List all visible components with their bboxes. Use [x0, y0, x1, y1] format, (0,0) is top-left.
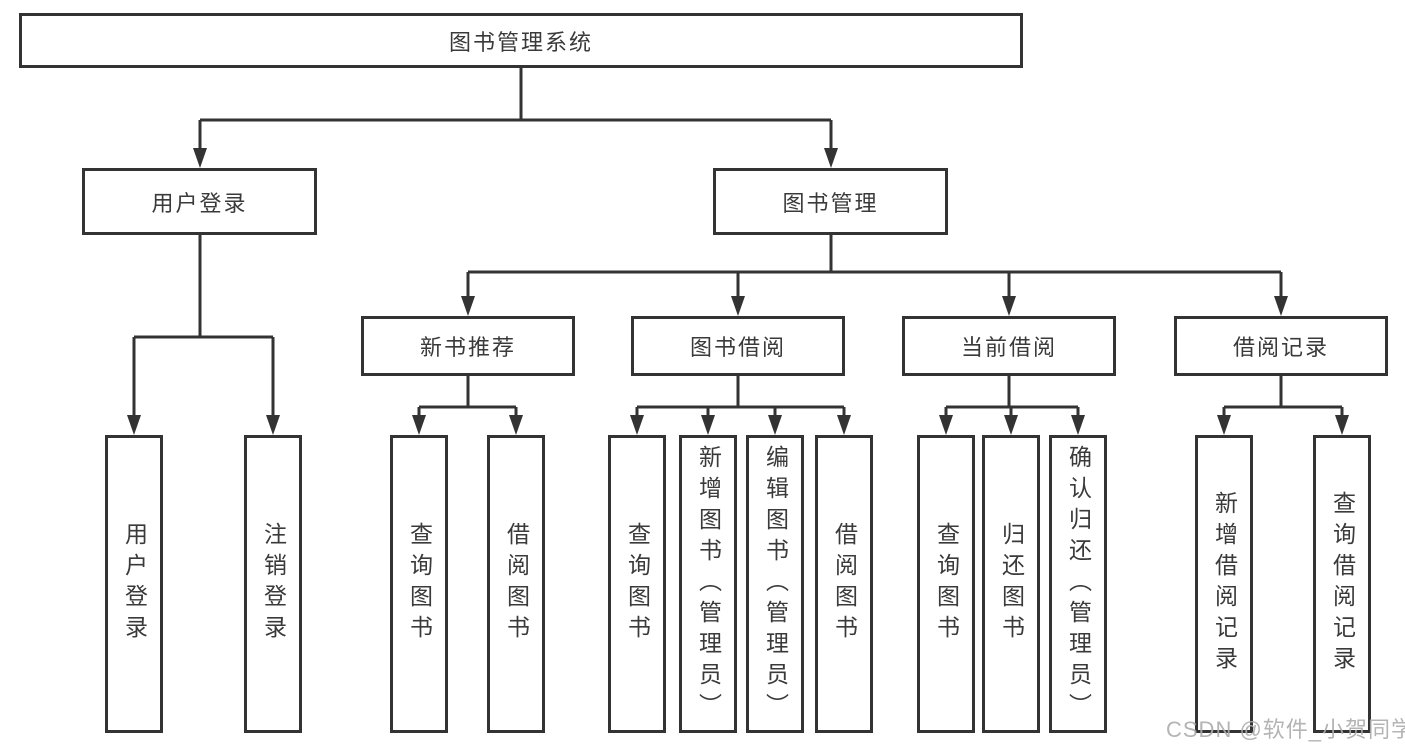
node-root-label: 图书管理系统	[448, 29, 593, 55]
leaf-current-return: 归还图书	[982, 435, 1040, 733]
node-user-login-label: 用户登录	[151, 190, 248, 216]
leaf-current-query-label: 查询图书	[933, 522, 960, 646]
leaf-borrow-query-label: 查询图书	[624, 522, 651, 646]
leaf-user-login-label: 用户登录	[121, 522, 148, 646]
leaf-borrow-book: 借阅图书	[815, 435, 873, 733]
node-book-management: 图书管理	[713, 168, 948, 235]
leaf-current-query: 查询图书	[917, 435, 975, 733]
leaf-borrow-add-book: 新增图书（管理员）	[679, 435, 737, 733]
leaf-newbook-query-label: 查询图书	[406, 522, 433, 646]
leaf-current-return-label: 归还图书	[998, 522, 1025, 646]
leaf-record-add: 新增借阅记录	[1195, 435, 1253, 733]
leaf-logout: 注销登录	[244, 435, 302, 733]
leaf-logout-label: 注销登录	[260, 522, 287, 646]
node-root: 图书管理系统	[19, 13, 1023, 68]
node-current-borrow: 当前借阅	[902, 316, 1116, 376]
node-new-book-recommend-label: 新书推荐	[419, 335, 516, 360]
leaf-record-add-label: 新增借阅记录	[1211, 491, 1238, 677]
node-book-borrow: 图书借阅	[631, 316, 845, 376]
node-borrow-record-label: 借阅记录	[1232, 335, 1329, 360]
leaf-borrow-book-label: 借阅图书	[831, 522, 858, 646]
leaf-record-query: 查询借阅记录	[1313, 435, 1371, 733]
node-new-book-recommend: 新书推荐	[361, 316, 575, 376]
leaf-current-confirm-return-label: 确认归还（管理员）	[1065, 444, 1092, 724]
leaf-newbook-query: 查询图书	[390, 435, 448, 733]
leaf-newbook-borrow-label: 借阅图书	[503, 522, 530, 646]
leaf-current-confirm-return: 确认归还（管理员）	[1049, 435, 1107, 733]
leaf-borrow-edit-book: 编辑图书（管理员）	[746, 435, 804, 733]
leaf-record-query-label: 查询借阅记录	[1329, 491, 1356, 677]
node-user-login: 用户登录	[82, 168, 317, 235]
leaf-borrow-add-book-label: 新增图书（管理员）	[695, 444, 722, 724]
leaf-newbook-borrow: 借阅图书	[487, 435, 545, 733]
leaf-user-login: 用户登录	[105, 435, 163, 733]
leaf-borrow-edit-book-label: 编辑图书（管理员）	[762, 444, 789, 724]
node-current-borrow-label: 当前借阅	[960, 335, 1057, 360]
node-book-borrow-label: 图书借阅	[689, 335, 786, 360]
node-borrow-record: 借阅记录	[1174, 316, 1388, 376]
leaf-borrow-query: 查询图书	[608, 435, 666, 733]
node-book-management-label: 图书管理	[782, 190, 879, 216]
